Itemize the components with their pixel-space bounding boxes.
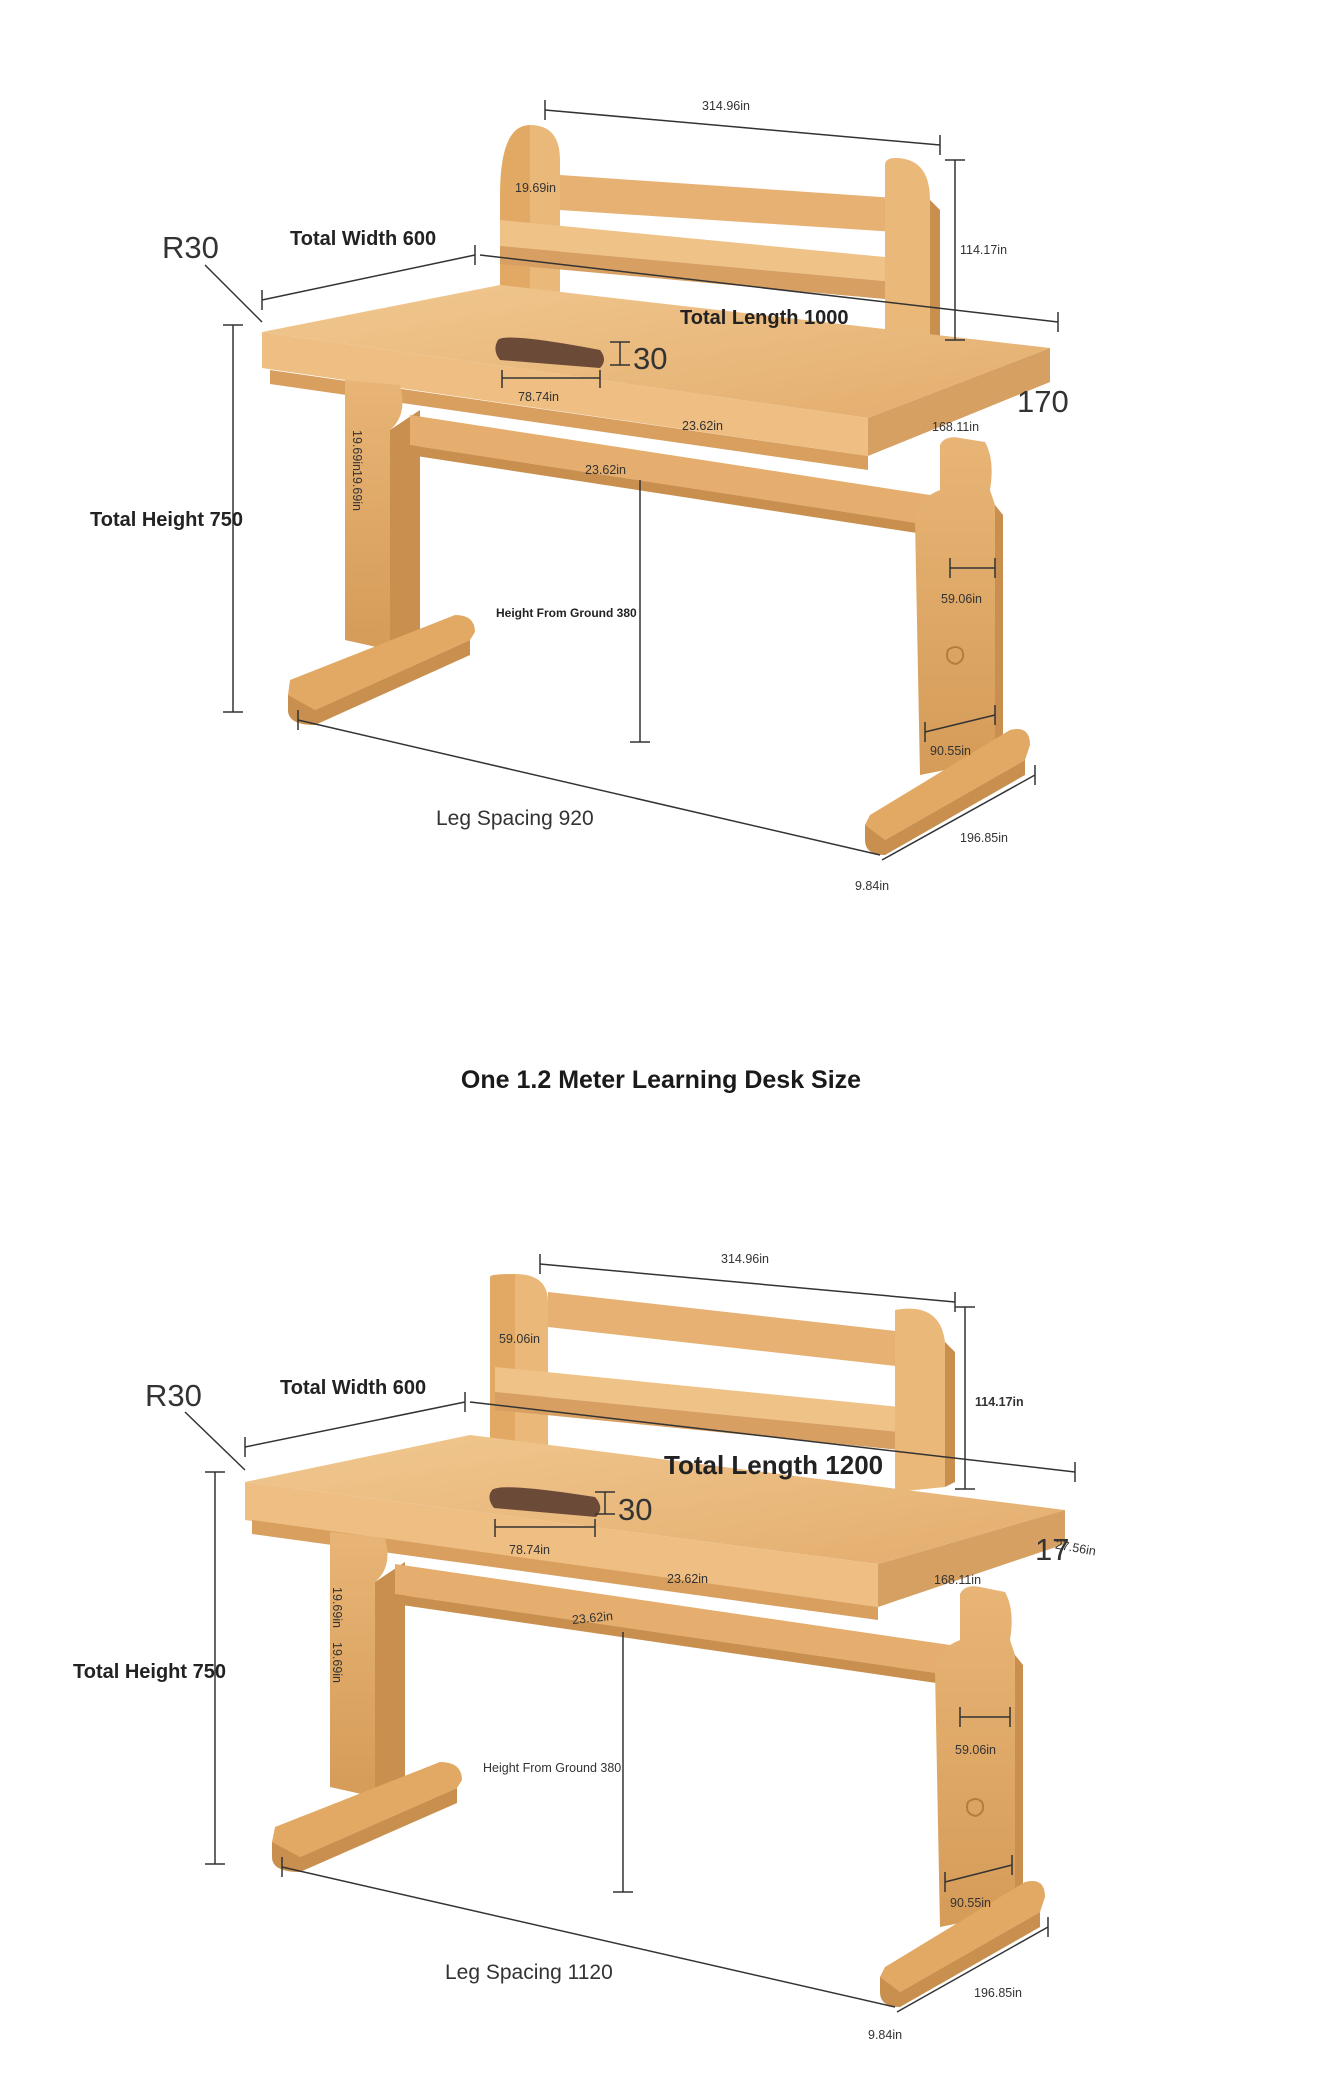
dim-shelf-side: 19.69in bbox=[515, 181, 557, 195]
total-width-label: Total Width 600 bbox=[290, 228, 437, 250]
dim-top-width: 314.96in bbox=[702, 99, 750, 113]
dim-foot: 196.85in bbox=[974, 1986, 1022, 2000]
dim-drawer-side: 168.11in bbox=[934, 1573, 982, 1587]
total-height-label: Total Height 750 bbox=[73, 1661, 226, 1683]
dim-drawer: 23.62in bbox=[682, 419, 724, 433]
depth-edge-label: 17 bbox=[1035, 1532, 1070, 1567]
desk-diagram-1-2m: R30 Total Width 600 Total Length 1200 To… bbox=[0, 1152, 1322, 2092]
desk-illustration bbox=[204, 100, 1059, 861]
total-width-label: Total Width 600 bbox=[280, 1377, 427, 1399]
radius-label: R30 bbox=[162, 230, 219, 265]
crossbar bbox=[410, 415, 930, 525]
dim-post-a: 19.69in bbox=[330, 1587, 344, 1629]
dim-foot-end: 9.84in bbox=[868, 2028, 903, 2042]
left-leg bbox=[288, 380, 475, 725]
leg-spacing-label: Leg Spacing 1120 bbox=[445, 1961, 613, 1984]
section-title: One 1.2 Meter Learning Desk Size bbox=[460, 1066, 862, 1094]
dim-leg-upper: 59.06in bbox=[955, 1743, 997, 1757]
dimension-lines bbox=[184, 1254, 1076, 2013]
dim-leg-lower: 90.55in bbox=[930, 744, 972, 758]
dim-foot: 196.85in bbox=[960, 831, 1008, 845]
tabletop bbox=[245, 1435, 1065, 1620]
total-length-label: Total Length 1000 bbox=[680, 307, 849, 329]
dim-handle: 78.74in bbox=[509, 1543, 551, 1557]
leg-spacing-label: Leg Spacing 920 bbox=[436, 807, 594, 830]
dim-top-width: 314.96in bbox=[721, 1252, 769, 1266]
desk-illustration bbox=[184, 1254, 1076, 2013]
dim-foot-end: 9.84in bbox=[855, 879, 890, 893]
depth-edge-label: 170 bbox=[1017, 384, 1069, 419]
right-leg bbox=[865, 437, 1030, 855]
handle-thickness-label: 30 bbox=[618, 1492, 653, 1527]
shelf-unit bbox=[490, 1274, 955, 1492]
dim-drawer-side: 168.11in bbox=[932, 420, 980, 434]
dim-beam: 23.62in bbox=[585, 463, 627, 477]
dim-handle: 78.74in bbox=[518, 390, 560, 404]
dim-drawer: 23.62in bbox=[667, 1572, 709, 1586]
handle-thickness-label: 30 bbox=[633, 341, 668, 376]
dim-shelf-side: 59.06in bbox=[499, 1332, 541, 1346]
crossbar bbox=[395, 1564, 950, 1675]
dim-leg-upper: 59.06in bbox=[941, 592, 983, 606]
radius-label: R30 bbox=[145, 1378, 202, 1413]
dim-post-b: 19.69in bbox=[330, 1642, 344, 1684]
dim-shelf-height: 114.17in bbox=[960, 243, 1008, 257]
height-from-ground-label: Height From Ground 380 bbox=[496, 606, 637, 620]
height-from-ground-label: Height From Ground 380 bbox=[483, 1761, 622, 1775]
total-length-label: Total Length 1200 bbox=[664, 1450, 884, 1480]
desk-diagram-1m: R30 Total Width 600 Total Length 1000 To… bbox=[0, 0, 1322, 940]
dim-shelf-height: 114.17in bbox=[975, 1395, 1024, 1409]
dim-leg-lower: 90.55in bbox=[950, 1896, 992, 1910]
tabletop bbox=[262, 285, 1050, 470]
right-leg bbox=[880, 1586, 1045, 2007]
left-leg bbox=[272, 1532, 462, 1872]
total-height-label: Total Height 750 bbox=[90, 509, 243, 531]
dim-post-a: 19.69in bbox=[350, 430, 364, 472]
dim-post-b: 19.69in bbox=[350, 470, 364, 512]
dimension-lines bbox=[204, 100, 1059, 861]
